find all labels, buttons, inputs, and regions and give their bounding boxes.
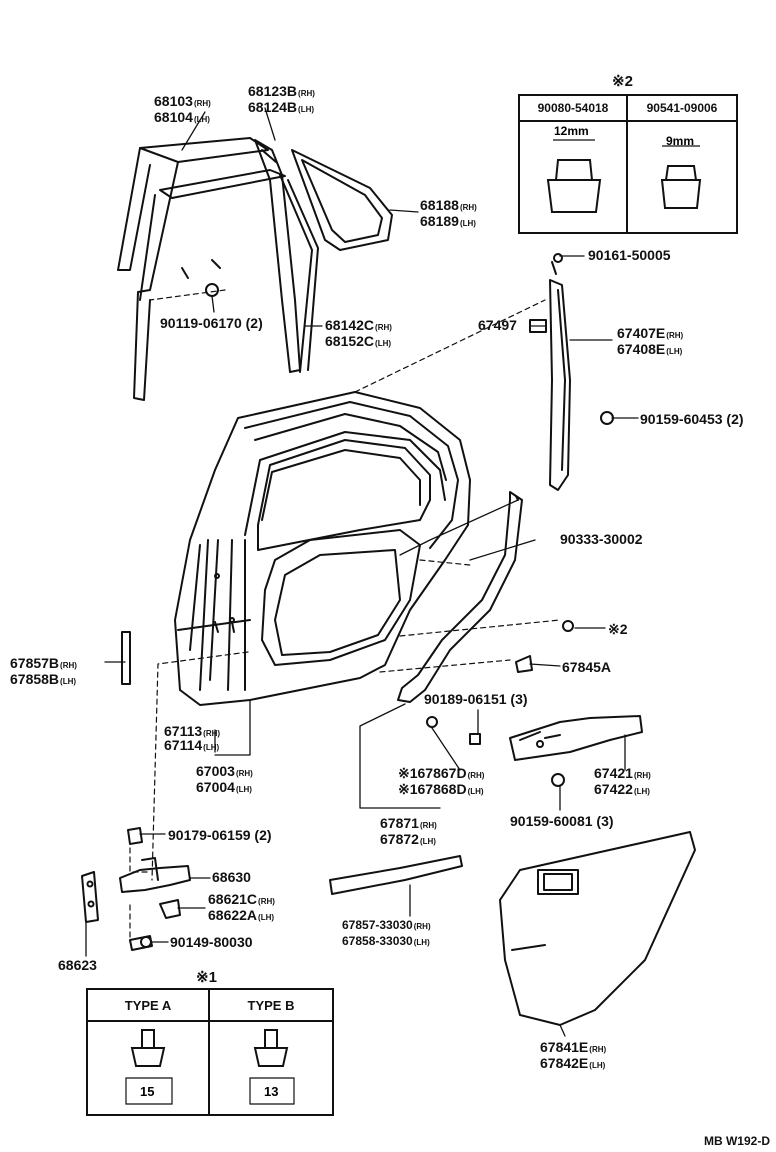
rear-door-panel-67003 <box>174 391 471 706</box>
label-68123: 68123B(RH) <box>248 83 315 99</box>
label-90119: 90119-06170 (2) <box>160 315 263 331</box>
lower-hinge-68630 <box>81 827 191 951</box>
dashed-leaders <box>129 289 561 943</box>
label-68103: 68103(RH) <box>154 93 211 109</box>
quarter-glass-68188 <box>291 149 393 251</box>
box2-clip-drawings <box>546 139 702 213</box>
box2-col1-head: 90080-54018 <box>520 96 628 122</box>
label-68623: 68623 <box>58 957 97 973</box>
label-67857-33030: 67857-33030(RH) <box>342 918 431 932</box>
label-90159-60453: 90159-60453 (2) <box>640 411 744 427</box>
label-67841: 67841E(RH) <box>540 1039 607 1055</box>
label-star2: ※2 <box>608 621 628 637</box>
box1-col2-head: TYPE B <box>210 990 332 1022</box>
box2-col2-head: 90541-09006 <box>628 96 736 122</box>
label-67871: 67871(RH) <box>380 815 437 831</box>
label-90333: 90333-30002 <box>560 531 643 547</box>
door-trim-board-67841 <box>499 831 696 1026</box>
label-67858b: 67858B(LH) <box>10 671 77 687</box>
label-67857b: 67857B(RH) <box>10 655 77 671</box>
door-hinge-67421 <box>469 715 643 761</box>
label-167867: ※167867D(RH) <box>398 765 485 781</box>
label-68622: 68622A(LH) <box>208 907 275 923</box>
box2-title: ※2 <box>612 73 633 90</box>
label-67497: 67497 <box>478 317 517 333</box>
window-frame-68103 <box>117 137 286 401</box>
label-90149: 90149-80030 <box>170 934 253 950</box>
label-67422: 67422(LH) <box>594 781 650 797</box>
moulding-67857 <box>329 855 463 895</box>
label-67113: 67113(RH) <box>164 723 221 739</box>
label-67872: 67872(LH) <box>380 831 436 847</box>
weatherstrip-68142 <box>279 174 319 373</box>
box1-col1-dim: 15 <box>140 1084 155 1099</box>
leader-lines <box>85 107 639 1037</box>
label-90179: 90179-06159 (2) <box>168 827 272 843</box>
label-68630: 68630 <box>212 869 251 885</box>
fasteners <box>140 253 614 948</box>
label-68621: 68621C(RH) <box>208 891 275 907</box>
label-90161: 90161-50005 <box>588 247 671 263</box>
box2-table: 90080-54018 90541-09006 12mm 9mm <box>518 94 738 234</box>
label-67407: 67407E(RH) <box>617 325 684 341</box>
label-67858-33030: 67858-33030(LH) <box>342 934 430 948</box>
box1-clip-drawings <box>125 1029 295 1105</box>
label-67845: 67845A <box>562 659 612 675</box>
door-weatherstrip-67871 <box>397 491 523 703</box>
box1-divider <box>208 1022 210 1114</box>
label-67003: 67003(RH) <box>196 763 253 779</box>
label-167868: ※167868D(LH) <box>398 781 484 797</box>
box1-title: ※1 <box>196 969 217 986</box>
label-67114: 67114(LH) <box>164 737 220 753</box>
label-67408: 67408E(LH) <box>617 341 683 357</box>
box2-col1-dim: 12mm <box>554 124 589 138</box>
label-90159-60081: 90159-60081 (3) <box>510 813 614 829</box>
label-68152: 68152C(LH) <box>325 333 392 349</box>
box1-col1-head: TYPE A <box>88 990 210 1022</box>
label-68188: 68188(RH) <box>420 197 477 213</box>
box2-divider <box>626 122 628 232</box>
label-67004: 67004(LH) <box>196 779 252 795</box>
label-90189: 90189-06151 (3) <box>424 691 528 707</box>
label-68189: 68189(LH) <box>420 213 476 229</box>
box1-col2-dim: 13 <box>264 1084 279 1099</box>
label-68142: 68142C(RH) <box>325 317 392 333</box>
diagram-reference-code: MB W192-D <box>703 1134 770 1148</box>
label-67421: 67421(RH) <box>594 765 651 781</box>
weatherstrip-67857b <box>121 631 131 685</box>
label-68104: 68104(LH) <box>154 109 210 125</box>
label-67842: 67842E(LH) <box>540 1055 606 1071</box>
label-68124: 68124B(LH) <box>248 99 315 115</box>
box2-col2-dim: 9mm <box>666 134 695 148</box>
division-bar-68123 <box>254 139 301 373</box>
box1-table: TYPE A TYPE B 15 13 <box>86 988 334 1116</box>
channel-67407 <box>529 261 571 491</box>
